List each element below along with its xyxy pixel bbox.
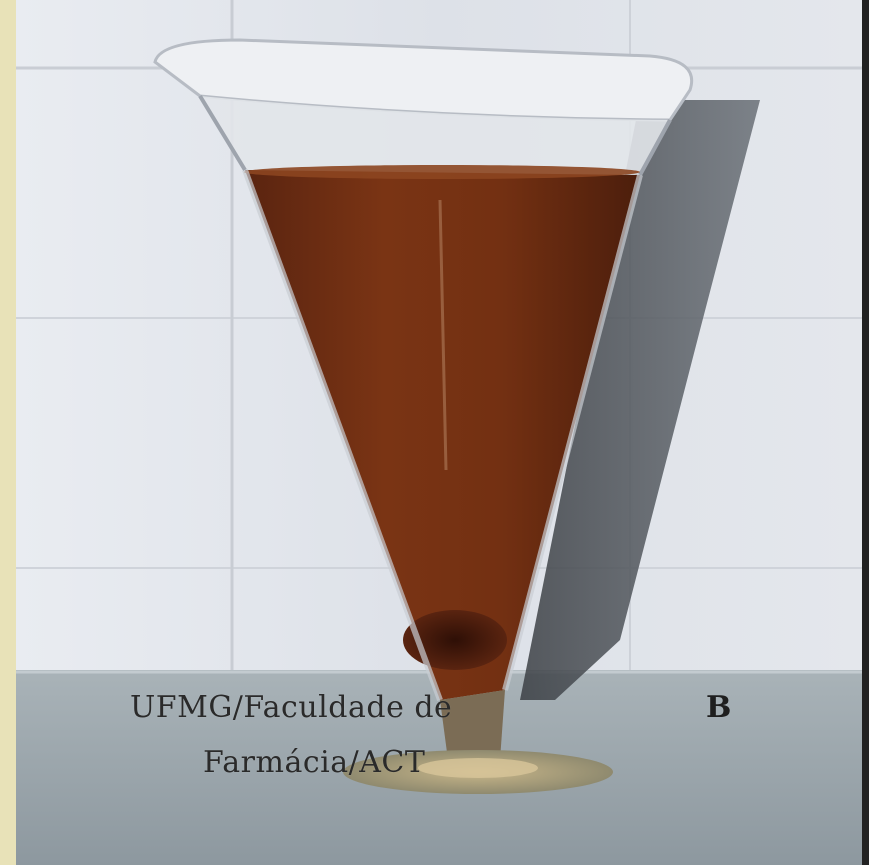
caption-line-2: Farmácia/ACT (203, 745, 426, 780)
panel-label: B (706, 690, 732, 725)
caption-line-1: UFMG/Faculdade de (130, 690, 453, 725)
